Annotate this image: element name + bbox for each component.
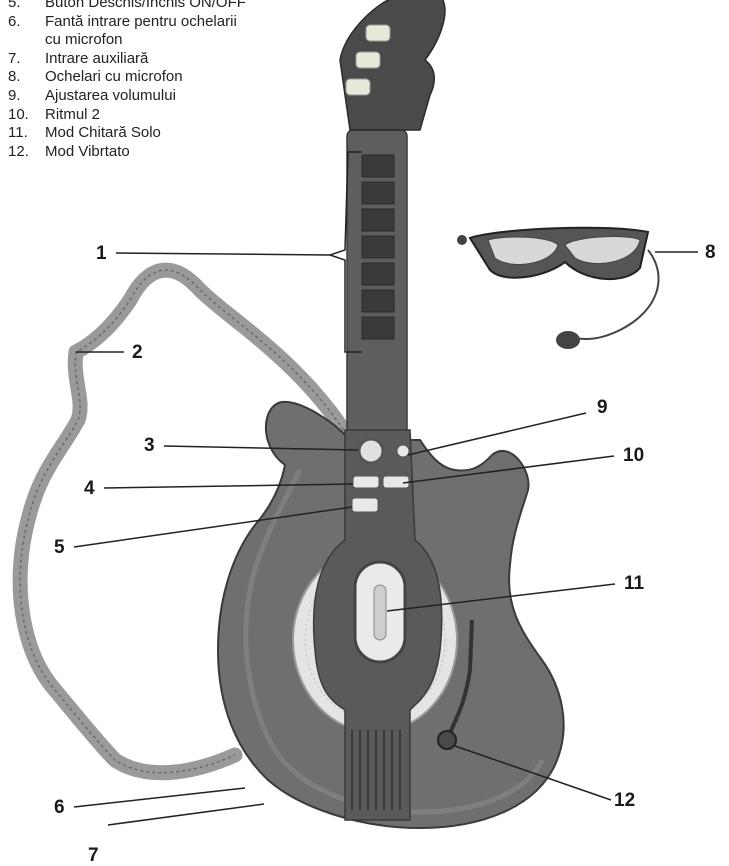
callout-9: 9	[597, 398, 608, 417]
callout-6: 6	[54, 798, 65, 817]
volume-button[interactable]	[397, 445, 409, 457]
rhythm-1-button[interactable]	[353, 476, 379, 488]
fret-pads	[362, 155, 394, 339]
microphone-glasses	[457, 228, 659, 349]
bridge-strings	[352, 730, 400, 810]
callout-4: 4	[84, 479, 95, 498]
callout-3: 3	[144, 436, 155, 455]
callout-10: 10	[623, 446, 644, 465]
rhythm-button[interactable]	[359, 439, 383, 463]
callout-7: 7	[88, 846, 99, 865]
callout-8: 8	[705, 243, 716, 262]
solo-mode-slider-knob	[374, 585, 386, 640]
callout-2: 2	[132, 343, 143, 362]
callout-12: 12	[614, 791, 635, 810]
vibrato-knob	[438, 731, 456, 749]
callout-11: 11	[624, 574, 644, 593]
power-button[interactable]	[352, 498, 378, 512]
callout-1: 1	[96, 244, 107, 263]
callout-5: 5	[54, 538, 65, 557]
